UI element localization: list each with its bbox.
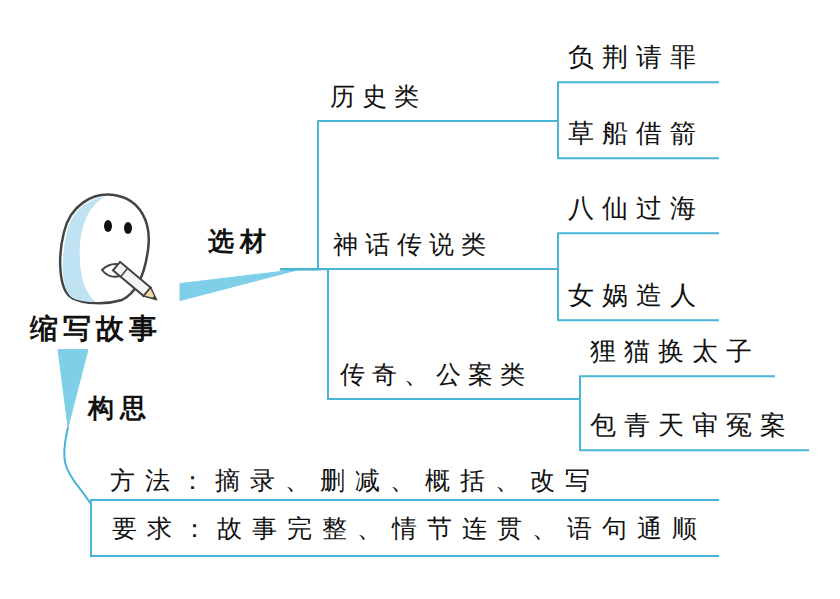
story-topic: 八仙过海: [568, 193, 704, 224]
requirement-box: 方法：摘录、删减、概括、改写要求：故事完整、情节连贯、语句通顺: [90, 466, 719, 557]
method-text: 方法：摘录、删减、概括、改写: [90, 466, 719, 499]
requirement-text: 要求：故事完整、情节连贯、语句通顺: [90, 499, 719, 557]
topic-text: 神话传说类: [333, 230, 493, 260]
central-topic: 缩写故事: [30, 312, 162, 346]
branch-line: [280, 269, 536, 399]
story-topic: 女娲造人: [568, 280, 704, 311]
branch-line: [318, 82, 719, 121]
topic-text: 包青天审冤案: [590, 410, 794, 441]
branch-line: [321, 269, 719, 320]
topic-text: 负荆请罪: [568, 42, 704, 73]
ghost-shade: [63, 197, 104, 302]
tapered-branch: [180, 269, 300, 300]
branch-topic: 构思: [88, 393, 152, 424]
story-topic: 狸猫换太子: [590, 336, 760, 367]
topic-text: 选材: [208, 226, 272, 257]
branch-line: [328, 399, 809, 450]
ghost-eye: [124, 222, 132, 234]
story-topic: 负荆请罪: [568, 42, 704, 73]
topic-text: 传奇、公案类: [340, 360, 532, 390]
category-topic: 神话传说类: [333, 230, 493, 260]
topic-text: 草船借箭: [568, 118, 704, 149]
branch-topic: 选材: [208, 226, 272, 257]
story-topic: 草船借箭: [568, 118, 704, 149]
category-topic: 历史类: [330, 82, 426, 112]
topic-text: 八仙过海: [568, 193, 704, 224]
topic-text: 女娲造人: [568, 280, 704, 311]
branch-line: [64, 427, 90, 503]
story-topic: 包青天审冤案: [590, 410, 794, 441]
topic-text: 缩写故事: [30, 312, 162, 346]
topic-text: 构思: [88, 393, 152, 424]
tapered-branch: [58, 350, 88, 428]
topic-text: 历史类: [330, 82, 426, 112]
ghost-eye: [104, 220, 112, 232]
pencil: [113, 262, 160, 304]
category-topic: 传奇、公案类: [340, 360, 532, 390]
topic-text: 狸猫换太子: [590, 336, 760, 367]
